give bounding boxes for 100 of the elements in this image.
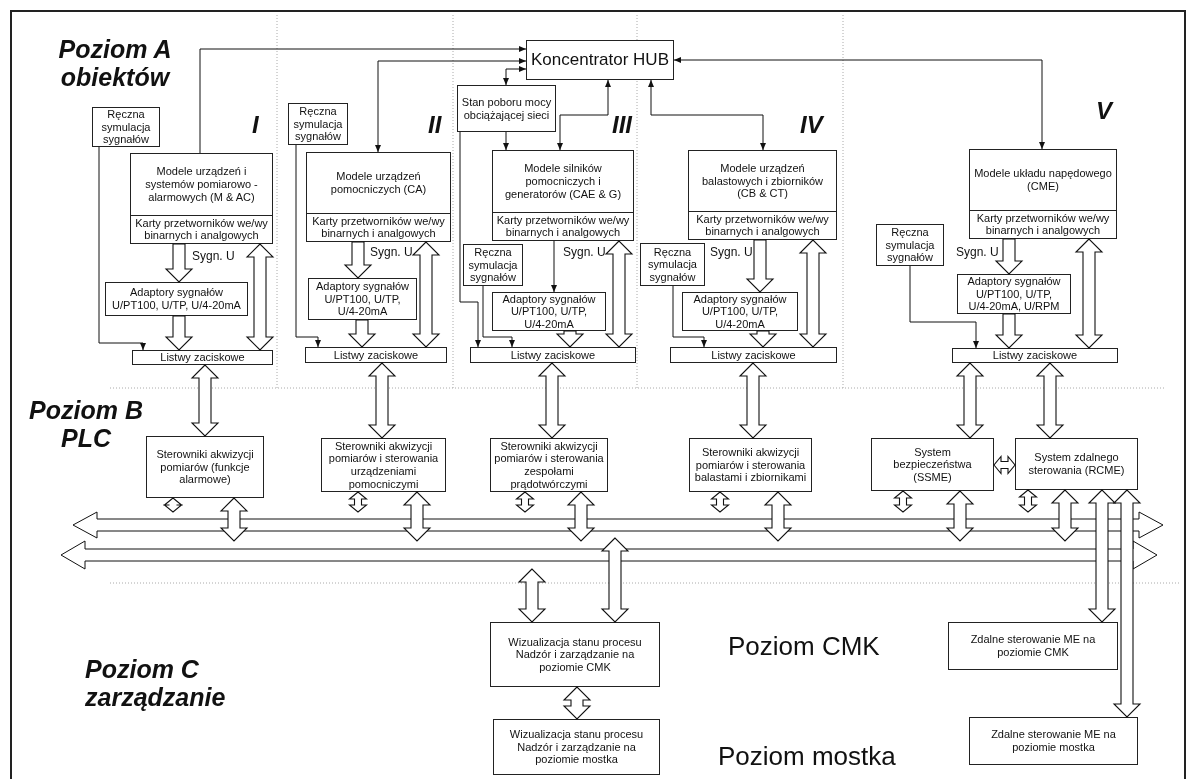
level-heading: Poziom A obiektów <box>57 35 173 91</box>
model-box <box>492 150 634 241</box>
double-block-arrow <box>1050 489 1080 542</box>
box-label: Sterowniki akwizycji pomiarów i sterowania zespołami prądotwórczymi <box>494 439 604 491</box>
signal-label: Sygn. U <box>370 246 413 260</box>
box-label: Listwy zaciskowe <box>332 348 420 362</box>
section-numeral: II <box>428 112 442 139</box>
model-box <box>306 152 451 242</box>
box-label: Listwy zaciskowe <box>991 349 1079 362</box>
level-label: Poziom mostka <box>718 742 896 772</box>
block-arrow <box>347 319 377 348</box>
process-box <box>470 347 636 363</box>
double-block-arrow <box>892 490 914 513</box>
box-label: Adaptory sygnałów U/PT100, U/TP, U/4-20mA <box>692 292 788 331</box>
box-label: Nadzór i zarządzanie na poziomie CMK <box>514 648 636 674</box>
process-box <box>1015 438 1138 490</box>
connector-arrow <box>557 79 611 151</box>
double-block-arrow <box>367 362 397 439</box>
block-arrow <box>748 330 778 348</box>
model-box <box>130 153 273 244</box>
process-box <box>871 438 994 491</box>
process-box <box>146 436 264 498</box>
box-label: Karty przetworników we/wy binarnych i analgowych <box>495 213 631 239</box>
connector-arrow <box>503 66 527 86</box>
double-block-arrow <box>600 537 630 623</box>
process-box <box>682 292 798 331</box>
box-label: Ręczna symulacja sygnałów <box>100 108 152 146</box>
data-bus <box>73 512 1163 538</box>
block-arrow <box>745 239 775 293</box>
double-block-arrow <box>1035 362 1065 439</box>
connector-arrow <box>503 131 509 151</box>
box-label: Ręczna symulacja sygnałów <box>647 245 698 284</box>
double-block-arrow <box>219 497 249 542</box>
block-arrow <box>994 238 1024 275</box>
double-block-arrow <box>562 686 592 720</box>
double-block-arrow <box>347 491 369 513</box>
connector-arrow <box>551 240 557 293</box>
connector-arrow <box>482 285 515 348</box>
process-box <box>490 622 660 687</box>
box-label: Listwy zaciskowe <box>710 348 797 362</box>
model-box <box>969 149 1117 239</box>
connector-arrow <box>375 58 527 153</box>
connector-arrow <box>672 285 707 348</box>
double-block-arrow <box>566 491 596 542</box>
connector-arrow <box>295 144 321 348</box>
process-box <box>493 719 660 775</box>
double-block-arrow <box>1017 489 1039 513</box>
process-box <box>457 85 556 132</box>
double-block-arrow <box>993 454 1016 476</box>
box-label: Wizualizacja stanu procesu <box>508 728 645 741</box>
box-label: Adaptory sygnałów U/PT100, U/TP, U/4-20mA <box>315 280 410 318</box>
block-arrow <box>555 330 585 348</box>
box-label: Stan poboru mocy obciążającej sieci <box>461 95 552 122</box>
data-bus <box>61 541 1157 569</box>
process-box <box>969 717 1138 765</box>
connector-arrow <box>459 131 481 348</box>
box-label: Karty przetworników we/wy binarnych i analgowych <box>975 211 1111 237</box>
process-box <box>92 107 160 147</box>
box-label: Adaptory sygnałów U/PT100, U/TP, U/4-20mA <box>501 292 597 331</box>
level-heading: Poziom C zarządzanie <box>85 655 227 711</box>
signal-label: Sygn. U <box>563 246 606 260</box>
double-block-arrow <box>1112 489 1142 718</box>
hub-box <box>526 40 674 80</box>
double-block-arrow <box>402 491 432 542</box>
process-box <box>689 438 812 492</box>
double-block-arrow <box>245 243 275 351</box>
box-label: Sterowniki akwizycji pomiarów i sterowania urządzeniami pomocniczymi <box>327 439 440 491</box>
level-heading: Poziom B PLC <box>28 396 144 452</box>
box-label: System zdalnego sterowania (RCME) <box>1027 451 1126 477</box>
double-block-arrow <box>411 241 441 348</box>
double-block-arrow <box>514 491 536 513</box>
double-block-arrow <box>709 491 731 513</box>
section-numeral: V <box>1096 98 1112 125</box>
box-label: Nadzór i zarządzanie na poziomie mostka <box>516 740 637 766</box>
double-block-arrow <box>955 362 985 439</box>
block-arrow <box>164 315 194 351</box>
box-label: Karty przetworników we/wy binarnych i analgowych <box>311 214 446 240</box>
process-box <box>952 348 1118 363</box>
box-label: Listwy zaciskowe <box>509 348 597 362</box>
box-label: Karty przetworników we/wy binarnych i analgowych <box>134 216 269 242</box>
double-block-arrow <box>945 490 975 542</box>
box-label: Modele urządzeń pomocniczych (CA) <box>329 170 428 196</box>
double-block-arrow <box>517 568 547 623</box>
process-box <box>305 347 447 363</box>
double-block-arrow <box>763 491 793 542</box>
box-label: Sterowniki akwizycji pomiarów (funkcje alarmowe) <box>155 448 255 486</box>
double-block-arrow <box>162 497 184 513</box>
process-box <box>670 347 837 363</box>
section-numeral: IV <box>800 112 823 139</box>
box-label: Zdalne sterowanie ME na poziomie mostka <box>990 728 1117 754</box>
level-label: Poziom CMK <box>728 632 880 662</box>
connector-arrow <box>199 46 527 154</box>
process-box <box>957 274 1071 314</box>
box-label: Modele układu napędowego (CME) <box>974 167 1112 193</box>
box-label: Adaptory sygnałów U/PT100, U/TP, U/4-20mA <box>111 286 242 312</box>
box-label: Modele silników pomocniczych i generatorów (CAE & G) <box>503 162 623 201</box>
block-arrow <box>994 313 1024 349</box>
connector-arrow <box>648 79 766 151</box>
double-block-arrow <box>738 362 768 439</box>
box-label: Ręczna symulacja sygnałów <box>884 226 936 264</box>
